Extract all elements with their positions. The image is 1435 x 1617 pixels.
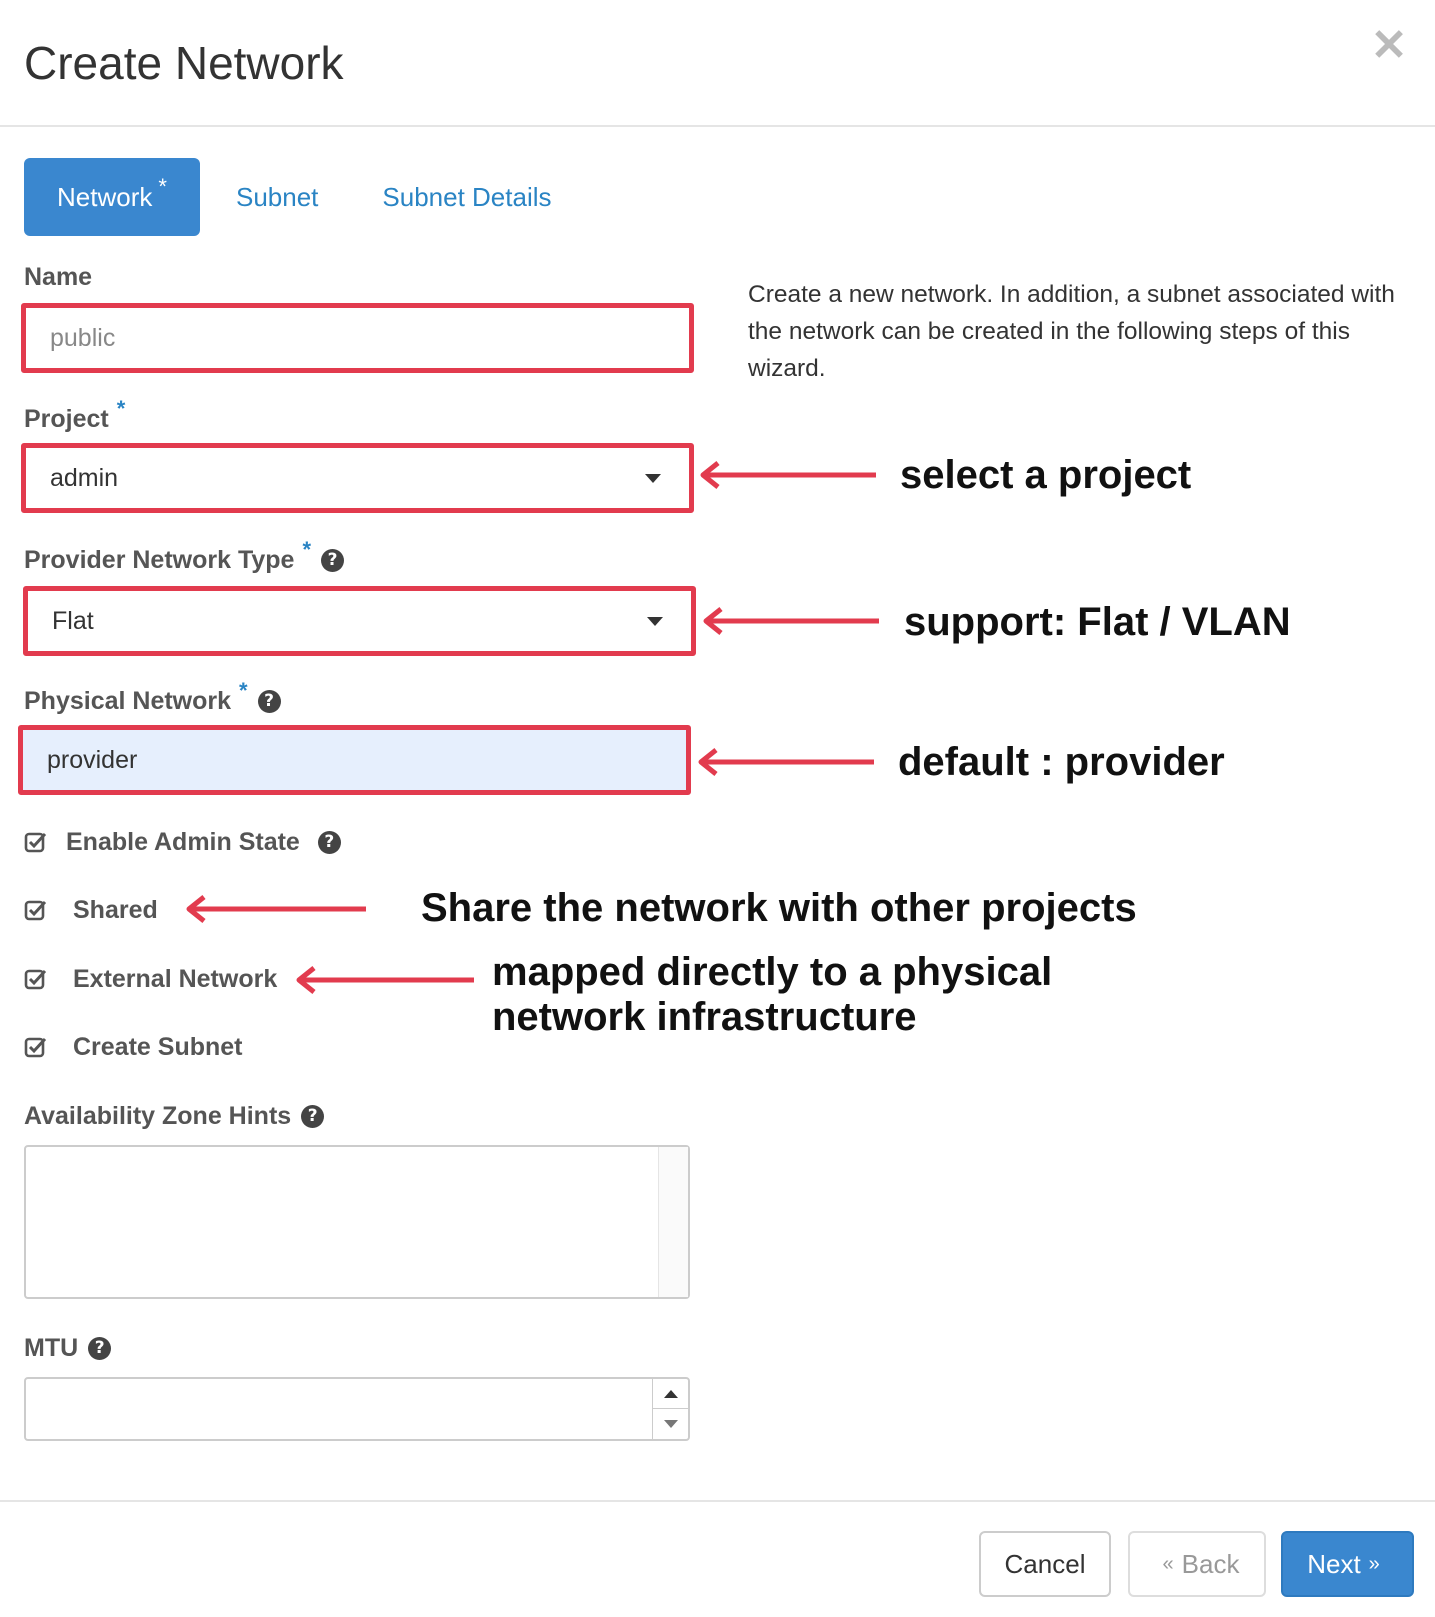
arrow-left-icon bbox=[703, 607, 879, 635]
external-network-label: External Network bbox=[73, 965, 278, 993]
chevron-down-icon bbox=[663, 1420, 678, 1428]
project-label-text: Project bbox=[24, 405, 109, 433]
enable-admin-state-label: Enable Admin State bbox=[66, 828, 300, 856]
chevrons-left-icon: « bbox=[1162, 1552, 1174, 1575]
provider-network-type-label: Provider Network Type * ? bbox=[24, 537, 345, 575]
name-label-text: Name bbox=[24, 263, 93, 291]
create-subnet-label: Create Subnet bbox=[73, 1033, 243, 1061]
close-icon[interactable]: ✕ bbox=[1370, 21, 1408, 70]
external-network-checkbox[interactable]: External Network bbox=[24, 965, 277, 994]
wizard-description: Create a new network. In addition, a sub… bbox=[748, 281, 1395, 382]
required-marker: * bbox=[158, 174, 167, 199]
name-input-placeholder: public bbox=[50, 323, 116, 352]
availability-zone-hints-label-text: Availability Zone Hints bbox=[24, 1102, 292, 1130]
arrow-left-icon bbox=[698, 748, 874, 776]
tab-subnet[interactable]: Subnet bbox=[200, 158, 354, 236]
provider-network-type-select[interactable]: Flat bbox=[23, 586, 696, 656]
mtu-stepper bbox=[652, 1379, 688, 1439]
physical-network-input[interactable]: provider bbox=[18, 725, 691, 795]
project-select-value: admin bbox=[50, 463, 119, 492]
arrow-left-icon bbox=[296, 966, 474, 994]
checkbox-checked-icon bbox=[24, 832, 47, 852]
annotation-provider-type: support: Flat / VLAN bbox=[904, 600, 1291, 644]
name-label: Name bbox=[24, 262, 92, 292]
help-icon[interactable]: ? bbox=[301, 1104, 325, 1128]
chevron-down-icon bbox=[647, 617, 663, 626]
checkbox-checked-icon bbox=[24, 1037, 47, 1057]
availability-zone-hints-label: Availability Zone Hints ? bbox=[24, 1101, 325, 1131]
scrollbar[interactable] bbox=[658, 1147, 688, 1297]
increment-button[interactable] bbox=[653, 1379, 688, 1409]
cancel-button-label: Cancel bbox=[1004, 1548, 1086, 1579]
annotation-external-line1: mapped directly to a physical bbox=[492, 950, 1053, 994]
create-subnet-checkbox[interactable]: Create Subnet bbox=[24, 1033, 242, 1062]
help-icon[interactable]: ? bbox=[88, 1336, 112, 1360]
chevron-up-icon bbox=[663, 1389, 678, 1398]
required-marker: * bbox=[116, 396, 126, 421]
physical-network-label: Physical Network * ? bbox=[24, 678, 281, 716]
tab-subnet-details[interactable]: Subnet Details bbox=[354, 158, 587, 236]
provider-network-type-label-text: Provider Network Type bbox=[24, 546, 295, 574]
tab-network[interactable]: Network * bbox=[24, 158, 200, 236]
checkbox-checked-icon bbox=[24, 969, 47, 989]
chevron-down-icon bbox=[645, 474, 661, 483]
arrow-left-icon bbox=[186, 895, 366, 923]
modal-header: Create Network ✕ bbox=[0, 0, 1435, 127]
checkbox-checked-icon bbox=[24, 900, 47, 920]
back-button-label: Back bbox=[1181, 1548, 1240, 1579]
physical-network-value: provider bbox=[47, 745, 138, 774]
project-label: Project * bbox=[24, 396, 125, 434]
help-icon[interactable]: ? bbox=[317, 831, 341, 854]
name-input[interactable]: public bbox=[21, 303, 694, 373]
mtu-input[interactable] bbox=[24, 1377, 690, 1441]
next-button-label: Next bbox=[1307, 1548, 1361, 1579]
back-button[interactable]: « Back bbox=[1128, 1531, 1266, 1597]
mtu-label: MTU ? bbox=[24, 1333, 112, 1363]
chevrons-right-icon: » bbox=[1368, 1552, 1380, 1575]
project-select[interactable]: admin bbox=[21, 443, 694, 513]
tab-network-label: Network bbox=[57, 181, 153, 212]
tab-subnet-label: Subnet bbox=[236, 181, 319, 212]
annotation-physical-network: default : provider bbox=[898, 740, 1225, 784]
wizard-tabs: Network * Subnet Subnet Details bbox=[24, 158, 588, 236]
decrement-button[interactable] bbox=[653, 1409, 688, 1439]
enable-admin-state-checkbox[interactable]: Enable Admin State ? bbox=[24, 828, 341, 857]
shared-checkbox[interactable]: Shared bbox=[24, 896, 158, 925]
availability-zone-hints-select[interactable] bbox=[24, 1145, 690, 1299]
next-button[interactable]: Next » bbox=[1281, 1531, 1414, 1597]
annotation-external-line2: network infrastructure bbox=[492, 995, 917, 1039]
annotation-project: select a project bbox=[900, 453, 1192, 497]
required-marker: * bbox=[239, 678, 248, 703]
help-icon[interactable]: ? bbox=[321, 548, 345, 572]
modal-footer bbox=[0, 1500, 1435, 1617]
physical-network-label-text: Physical Network bbox=[24, 687, 232, 715]
mtu-label-text: MTU bbox=[24, 1334, 79, 1362]
cancel-button[interactable]: Cancel bbox=[979, 1531, 1111, 1597]
shared-label: Shared bbox=[73, 896, 158, 924]
help-icon[interactable]: ? bbox=[257, 689, 281, 713]
dialog-title: Create Network bbox=[24, 37, 344, 89]
tab-subnet-details-label: Subnet Details bbox=[382, 181, 552, 212]
required-marker: * bbox=[302, 537, 312, 562]
provider-network-type-value: Flat bbox=[52, 606, 94, 635]
annotation-shared: Share the network with other projects bbox=[421, 886, 1137, 930]
arrow-left-icon bbox=[700, 461, 876, 489]
